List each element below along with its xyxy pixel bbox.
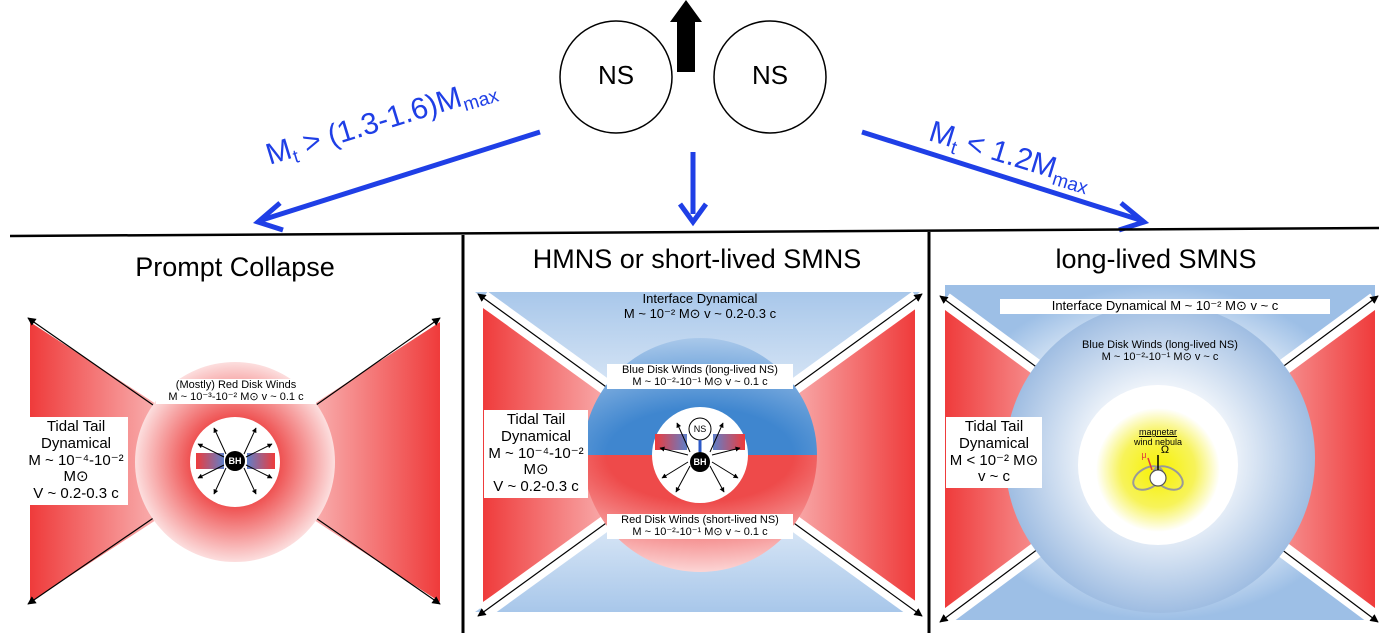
branch-arrow-left-head — [252, 201, 284, 233]
equatorial-outflow-right — [247, 453, 275, 469]
panel-long-lived-smns — [939, 285, 1379, 625]
magnetic-moment-label: μ — [1141, 450, 1147, 460]
wind-arrows — [659, 422, 741, 493]
blue-disk-winds-label: Blue Disk Winds (long-lived NS) M ~ 10⁻²… — [607, 364, 793, 389]
branch-arrow-center-head — [677, 202, 709, 227]
black-hole — [225, 451, 245, 471]
branch-arrow-right-head — [1118, 201, 1150, 233]
tidal-tail-label: Tidal Tail Dynamical M < 10⁻² M⊙ v ~ c — [946, 417, 1042, 489]
panel-prompt-collapse — [27, 317, 441, 605]
equatorial-outflow-right — [713, 434, 745, 450]
neutron-star-remnant-label: NS — [693, 424, 707, 434]
neutron-star-right — [713, 20, 827, 134]
red-disk-winds — [583, 455, 817, 572]
ns-label-right: NS — [751, 60, 789, 90]
field-loop — [1132, 465, 1164, 491]
wind-arrows — [197, 427, 273, 495]
tidal-tail-label: Tidal Tail Dynamical M ~ 10⁻⁴-10⁻² M⊙ V … — [484, 410, 588, 498]
tidal-tail-label: Tidal Tail Dynamical M ~ 10⁻⁴-10⁻² M⊙ V … — [24, 417, 128, 505]
magnetar-nebula-label: magnetar wind nebula — [1133, 427, 1183, 448]
interface-dynamical-label: Interface Dynamical M ~ 10⁻² M⊙ v ~ 0.2-… — [623, 291, 777, 321]
panel-title-prompt-collapse: Prompt Collapse — [135, 252, 335, 282]
magnetar — [1149, 469, 1167, 487]
panel-title-long-lived-smns: long-lived SMNS — [1055, 244, 1257, 274]
blue-disk-winds-label: Blue Disk Winds (long-lived NS) M ~ 10⁻²… — [1082, 339, 1238, 364]
black-hole-label: BH — [228, 456, 242, 466]
red-disk-winds-label: Red Disk Winds (short-lived NS) M ~ 10⁻²… — [607, 514, 793, 539]
branch-arrow-right — [861, 129, 1141, 223]
disk-winds-label: (Mostly) Red Disk Winds M ~ 10⁻³-10⁻² M⊙… — [156, 379, 316, 404]
field-loop — [1152, 465, 1184, 491]
interface-dynamical-label: Interface Dynamical M ~ 10⁻² M⊙ v ~ c — [1000, 298, 1330, 314]
black-hole-label: BH — [693, 457, 707, 467]
neutron-star-left — [559, 20, 673, 134]
ns-label-left: NS — [597, 60, 635, 90]
black-hole — [690, 452, 710, 472]
equatorial-outflow-left — [655, 434, 687, 450]
branch-arrow-left — [261, 129, 541, 223]
panel-title-hmns: HMNS or short-lived SMNS — [532, 244, 862, 274]
magnetic-axis — [1147, 457, 1153, 471]
horizontal-divider — [9, 226, 1379, 238]
spin-label: Ω — [1160, 444, 1170, 456]
motion-arrow-up — [670, 0, 702, 72]
equatorial-outflow-left — [196, 453, 224, 469]
